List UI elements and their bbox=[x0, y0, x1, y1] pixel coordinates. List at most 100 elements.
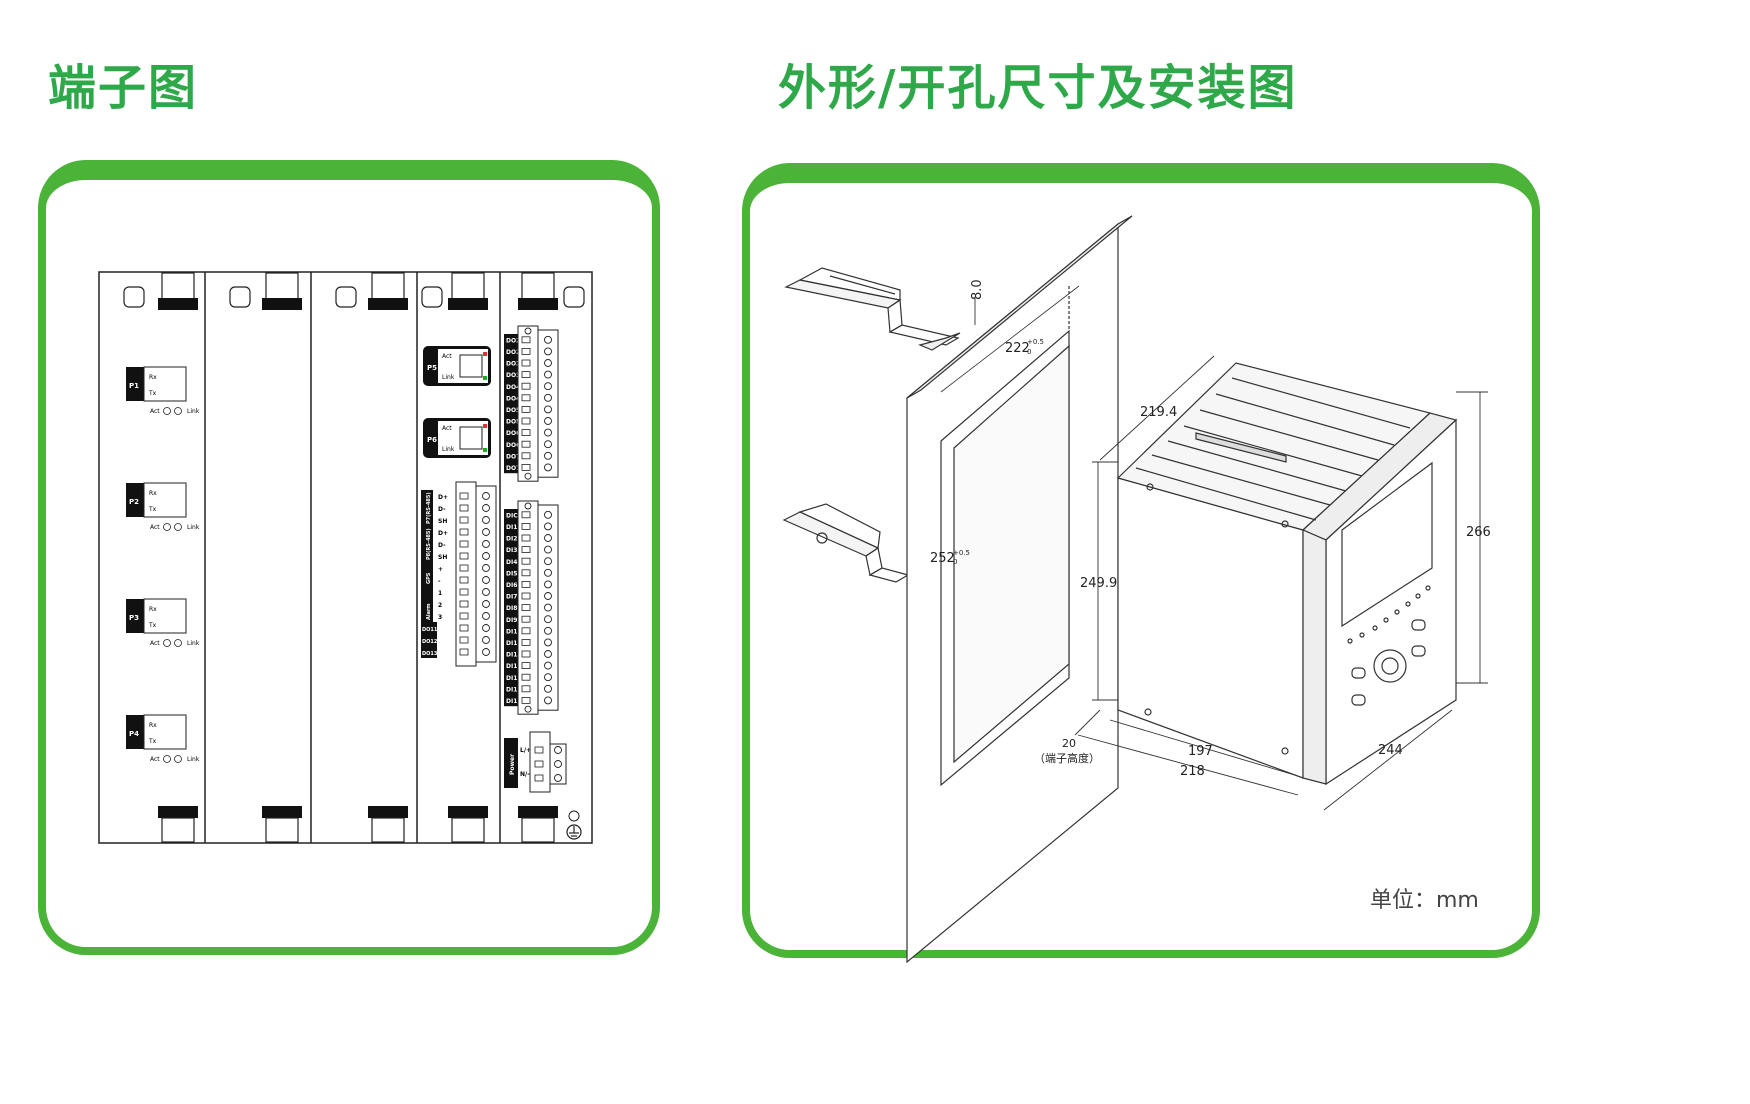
power-pin-label: L/+ bbox=[520, 747, 531, 754]
screw-icon bbox=[524, 502, 532, 510]
act-led-icon bbox=[163, 523, 171, 531]
terminal-label: DI9 bbox=[506, 617, 517, 624]
wire-slot bbox=[521, 534, 531, 542]
clip-icon bbox=[371, 272, 405, 300]
screw-hole-icon bbox=[563, 286, 585, 308]
screw-icon bbox=[544, 335, 552, 344]
wire-slot bbox=[459, 528, 469, 536]
screw-icon bbox=[544, 661, 552, 670]
comm-pin-label: SH bbox=[438, 518, 447, 525]
wire-slot bbox=[521, 511, 531, 519]
comm-group-label: Alarm bbox=[426, 603, 432, 620]
power-socket bbox=[549, 743, 567, 785]
screw-icon bbox=[544, 545, 552, 554]
comm-group-label: P7(RS-485) bbox=[426, 492, 432, 524]
screw-icon bbox=[524, 327, 532, 335]
eth-led-red bbox=[483, 424, 487, 428]
wire-slot bbox=[521, 615, 531, 623]
screw-icon bbox=[544, 405, 552, 414]
comm-pin-label: + bbox=[438, 566, 443, 573]
screw-icon bbox=[554, 774, 562, 782]
wire-slot bbox=[521, 347, 531, 355]
wire-slot bbox=[521, 523, 531, 530]
cutout-width-tolerance: +0.5 bbox=[1027, 338, 1044, 346]
screw-icon bbox=[482, 576, 490, 584]
wire-slot bbox=[521, 440, 531, 448]
wire-slot bbox=[521, 452, 531, 460]
terminal-height-label: （端子高度） bbox=[1034, 751, 1100, 765]
wire-slot bbox=[521, 581, 531, 588]
wire-slot bbox=[521, 673, 531, 681]
terminal-label: DO72 bbox=[506, 465, 524, 472]
wire-slot bbox=[521, 662, 531, 669]
screw-icon bbox=[544, 534, 552, 542]
terminal-label: DI5 bbox=[506, 570, 517, 577]
dimension-drawing bbox=[782, 215, 1488, 964]
screw-icon bbox=[482, 552, 490, 560]
clip-bar bbox=[448, 806, 488, 818]
terminal-label: DI7 bbox=[506, 594, 517, 601]
terminal-label: DO61 bbox=[506, 430, 524, 437]
ground-icon bbox=[566, 810, 582, 840]
screw-icon bbox=[544, 557, 552, 566]
front-height-label: 266 bbox=[1466, 525, 1491, 540]
link-label: Link bbox=[187, 640, 200, 647]
link-led-icon bbox=[174, 523, 182, 531]
screw-icon bbox=[482, 540, 490, 548]
screw-icon bbox=[544, 522, 552, 531]
terminal-plug bbox=[517, 325, 539, 482]
fiber-port-tag bbox=[126, 715, 144, 749]
fiber-port-tag bbox=[126, 599, 144, 633]
dimension-diagram-heading: 外形/开孔尺寸及安装图 bbox=[778, 60, 1298, 116]
screw-icon bbox=[524, 705, 532, 713]
comm-pin-label: D+ bbox=[438, 494, 448, 501]
screw-icon bbox=[544, 615, 552, 624]
power-pin-label: N/- bbox=[520, 771, 530, 778]
wire-slot bbox=[521, 604, 531, 611]
screw-icon bbox=[544, 510, 552, 519]
screw-icon bbox=[482, 564, 490, 572]
top-mounting-bracket bbox=[784, 267, 961, 351]
clip-icon bbox=[265, 272, 299, 300]
terminal-diagram-heading: 端子图 bbox=[48, 60, 199, 116]
screw-icon bbox=[554, 746, 562, 754]
terminal-label: DI1 bbox=[506, 524, 517, 531]
dimension-labels: 222 +0.5 0 252 +0.5 0 8.0 219.4 249.9 26… bbox=[930, 279, 1491, 779]
clip-bar bbox=[158, 298, 198, 310]
clip-icon bbox=[161, 817, 195, 843]
link-label: Link bbox=[187, 756, 200, 763]
screw-icon bbox=[544, 428, 552, 437]
screw-hole-icon bbox=[421, 286, 443, 308]
dimension-lines bbox=[974, 298, 1488, 811]
terminal-label: DO32 bbox=[506, 372, 524, 379]
wire-slot bbox=[459, 588, 469, 596]
wire-slot bbox=[459, 600, 469, 608]
wire-slot bbox=[534, 774, 544, 782]
wire-slot bbox=[459, 552, 469, 560]
act-label: Act bbox=[150, 524, 160, 531]
wire-slot bbox=[521, 627, 531, 635]
wire-slot bbox=[459, 624, 469, 632]
screw-icon bbox=[544, 451, 552, 460]
tx-label: Tx bbox=[148, 390, 157, 397]
wire-slot bbox=[521, 405, 531, 413]
wire-slot bbox=[459, 612, 469, 620]
screw-icon bbox=[554, 760, 562, 768]
tx-label: Tx bbox=[148, 506, 157, 513]
screw-icon bbox=[544, 568, 552, 577]
wire-slot bbox=[459, 636, 469, 644]
screw-icon bbox=[544, 684, 552, 693]
terminal-label: DI4 bbox=[506, 559, 517, 566]
wire-slot bbox=[521, 650, 531, 658]
clip-icon bbox=[521, 272, 555, 300]
screw-icon bbox=[544, 592, 552, 600]
mounting-panel bbox=[906, 215, 1133, 964]
rx-label: Rx bbox=[149, 722, 157, 729]
mounting-clips bbox=[123, 272, 585, 843]
wire-slot bbox=[521, 569, 531, 577]
eth-link-label: Link bbox=[442, 374, 455, 381]
wire-slot bbox=[459, 564, 469, 572]
fiber-connector bbox=[143, 714, 187, 750]
